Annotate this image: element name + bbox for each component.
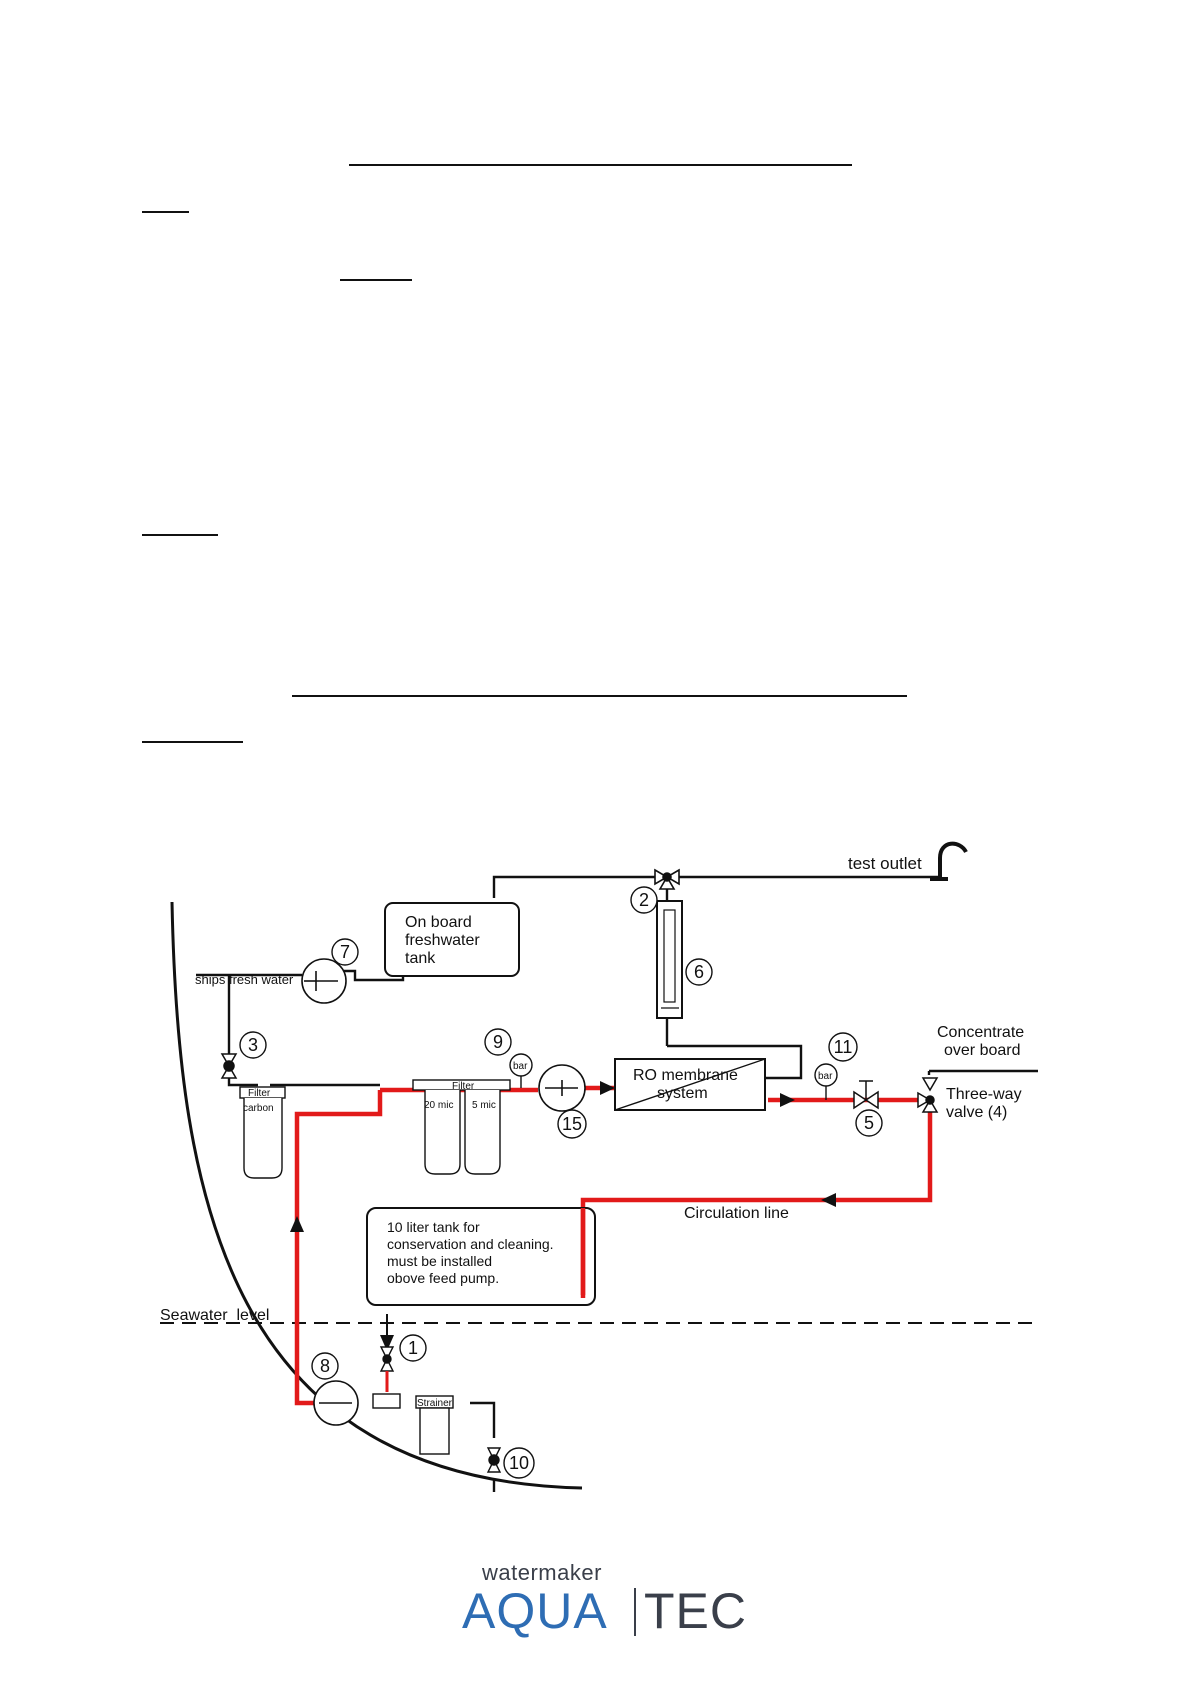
number-circle-7 — [331, 938, 359, 966]
test-outlet-label: test outlet — [848, 854, 922, 873]
number-circle-2 — [630, 886, 658, 914]
cleaning-tank-label-3: must be installed — [387, 1253, 492, 1269]
number-15: 15 — [562, 1114, 582, 1134]
hull-outline — [170, 901, 583, 1490]
filter-20-label: 20 mic — [424, 1100, 453, 1111]
aquatec-logo: watermaker AQUA TEC — [458, 1560, 746, 1640]
logo-divider — [634, 1588, 636, 1636]
strainer — [415, 1395, 454, 1455]
flow-arrows — [290, 1081, 836, 1351]
concentrate-label-1: Concentrate — [937, 1024, 1024, 1041]
three-way-label-1: Three-way — [946, 1086, 1022, 1103]
logo-watermaker: watermaker — [482, 1560, 602, 1585]
tank-label-3: tank — [405, 950, 436, 967]
logo-aqua: AQUA — [462, 1583, 608, 1639]
freshwater-tank — [384, 902, 520, 977]
number-circle-11 — [828, 1032, 858, 1062]
number-circle-1 — [399, 1334, 427, 1362]
number-circle-10 — [503, 1447, 535, 1479]
pump-7 — [301, 958, 347, 1004]
valve-10 — [486, 1447, 502, 1473]
number-8: 8 — [320, 1356, 330, 1376]
seawater-level-label: Seawater level — [160, 1307, 269, 1324]
gauge-11 — [814, 1063, 838, 1100]
number-2: 2 — [639, 890, 649, 910]
heading-rule-4 — [142, 534, 218, 536]
micron-filters — [412, 1079, 511, 1175]
three-way-valve-4 — [917, 1077, 939, 1113]
number-6: 6 — [694, 962, 704, 982]
number-3: 3 — [248, 1035, 258, 1055]
concentrate-label-2: over board — [944, 1042, 1021, 1059]
gauge-9 — [509, 1053, 533, 1088]
ships-fresh-water-label: ships fresh water — [195, 972, 294, 987]
arrow-down — [380, 1335, 394, 1351]
ro-label-1: RO membrane — [633, 1067, 738, 1084]
gauge-11-label: bar — [818, 1071, 833, 1082]
heading-rule-5 — [292, 695, 907, 697]
valve-5 — [853, 1080, 879, 1110]
number-9: 9 — [493, 1032, 503, 1052]
cleaning-tank-label-2: conservation and cleaning. — [387, 1236, 554, 1252]
strainer-label: Strainer — [417, 1398, 453, 1409]
cleaning-tank-label-4: obove feed pump. — [387, 1270, 499, 1286]
tank-label-1: On board — [405, 914, 472, 931]
number-10: 10 — [509, 1453, 529, 1473]
arrow-up — [290, 1216, 304, 1232]
number-5: 5 — [864, 1113, 874, 1133]
tee-fitting — [372, 1393, 401, 1409]
cleaning-tank-label-1: 10 liter tank for — [387, 1219, 480, 1235]
carbon-filter-label: Filter — [248, 1088, 271, 1099]
heading-rule-1 — [349, 164, 852, 166]
micron-filter-label: Filter — [452, 1081, 475, 1092]
valve-3 — [220, 1053, 238, 1079]
valve-1 — [379, 1346, 395, 1372]
number-circle-3 — [239, 1031, 267, 1059]
circulation-line-label: Circulation line — [684, 1205, 789, 1222]
heading-rule-6 — [142, 741, 243, 743]
number-circle-15 — [557, 1109, 587, 1139]
gauge-9-label: bar — [513, 1061, 528, 1072]
arrow-left — [821, 1193, 836, 1207]
pump-15 — [538, 1064, 586, 1112]
number-circle-6 — [685, 958, 713, 986]
filter-5-label: 5 mic — [472, 1100, 496, 1111]
component-number-labels: 2 6 7 3 9 11 15 5 8 1 10 — [248, 890, 874, 1473]
three-way-label-2: valve (4) — [946, 1104, 1007, 1121]
arrow-right-1 — [600, 1081, 615, 1095]
number-11: 11 — [834, 1037, 853, 1057]
number-1: 1 — [408, 1338, 418, 1358]
number-circle-8 — [311, 1352, 339, 1380]
tank-label-2: freshwater — [405, 932, 480, 949]
arrow-right-2 — [780, 1093, 795, 1107]
ro-label-2: system — [657, 1085, 708, 1102]
feed-pump-8 — [313, 1380, 359, 1426]
component-numbers — [239, 886, 883, 1479]
carbon-filter-type: carbon — [243, 1103, 274, 1114]
heading-rule-2 — [142, 211, 189, 213]
number-circle-5 — [855, 1109, 883, 1137]
test-outlet-faucet — [938, 841, 968, 877]
cleaning-tank — [366, 1207, 596, 1306]
heading-rule-3 — [340, 279, 412, 281]
number-circle-9 — [484, 1028, 512, 1056]
number-7: 7 — [340, 942, 350, 962]
valve-2 — [654, 868, 680, 890]
logo-tec: TEC — [644, 1583, 747, 1639]
carbon-filter — [239, 1086, 286, 1179]
